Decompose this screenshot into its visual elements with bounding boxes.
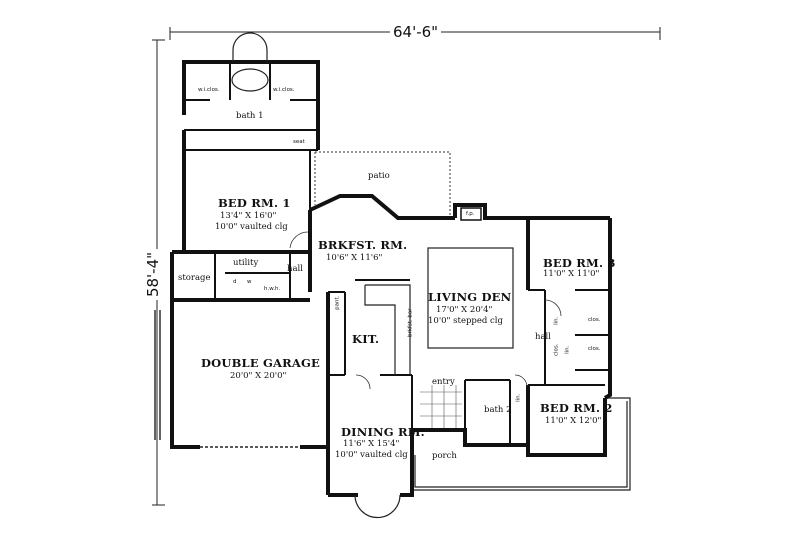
garage-door (154, 310, 300, 448)
walkin-closet-left-label: w.i.clos. (198, 87, 220, 93)
washer-label: w (247, 279, 252, 285)
walkin-closet-right-label: w.i.clos. (273, 87, 295, 93)
bed3-name: BED RM. 3 (543, 256, 616, 270)
living-size: 17'0" X 20'4" (436, 305, 493, 315)
linen1-label: lin. (553, 316, 560, 325)
closet2-label: clos. (588, 346, 601, 352)
patio-outline (314, 151, 451, 215)
storage-label: storage (178, 273, 211, 283)
hall1-label: hall (287, 264, 303, 274)
pantry-label: pant. (334, 295, 341, 310)
garage-size: 20'0" X 20'0" (230, 371, 287, 381)
door-swings (289, 231, 562, 390)
bath2-label: bath 2 (484, 405, 512, 415)
dining-name: DINING RM. (341, 425, 425, 439)
linen3-label: lin. (515, 393, 522, 402)
kitchen-name: KIT. (352, 332, 380, 346)
master-bay-window (231, 32, 269, 92)
fireplace (460, 207, 482, 221)
exterior-walls (170, 60, 612, 497)
hall2-label: hall (535, 332, 551, 342)
porch-label: porch (432, 451, 457, 461)
water-heater-label: h.w.h. (264, 286, 281, 292)
seat-label: seat (293, 139, 305, 145)
bed1-name: BED RM. 1 (218, 196, 291, 210)
dining-size: 11'6" X 15'4" (343, 439, 400, 449)
bed3-size: 11'0" X 11'0" (543, 269, 600, 279)
utility-label: utility (233, 258, 259, 268)
interior-walls (184, 62, 610, 445)
brkfst-bar-label: brkfst. bar (407, 308, 414, 338)
garage-name: DOUBLE GARAGE (201, 356, 321, 370)
entry-tile-grid (420, 385, 462, 428)
living-stepped-ceiling (427, 247, 514, 349)
linen2-label: lin. (564, 345, 571, 354)
entry-label: entry (432, 377, 455, 387)
patio-label: patio (368, 171, 390, 181)
bath1-label: bath 1 (236, 111, 264, 121)
living-name: LIVING DEN (428, 290, 512, 304)
width-dimension: 64'-6" (390, 25, 442, 40)
bed1-size: 13'4" X 16'0" (220, 211, 277, 221)
closet3-label: clos. (553, 343, 560, 357)
bed2-size: 11'0" X 12'0" (545, 416, 602, 426)
brkfst-name: BRKFST. RM. (318, 238, 408, 252)
bed1-ceiling: 10'0" vaulted clg (215, 222, 288, 232)
fireplace-label: f.p. (466, 211, 475, 217)
dining-entry-arch (354, 494, 401, 519)
depth-dimension: 58'-4" (144, 248, 162, 301)
closet1-label: clos. (588, 317, 601, 323)
living-ceiling: 10'0" stepped clg (428, 316, 503, 326)
dryer-label: d (233, 279, 237, 285)
breakfast-bar-counter (364, 284, 411, 375)
dining-ceiling: 10'0" vaulted clg (335, 450, 408, 460)
bed2-name: BED RM. 2 (540, 401, 613, 415)
brkfst-size: 10'6" X 11'6" (326, 253, 383, 263)
